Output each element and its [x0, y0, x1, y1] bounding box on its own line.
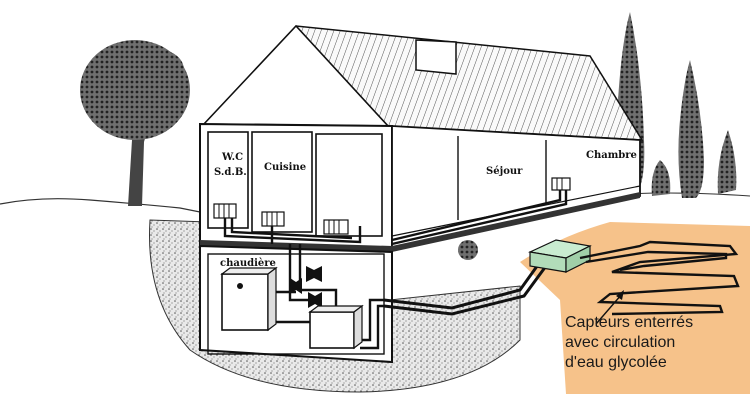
boiler-unit [222, 268, 276, 330]
radiator-icon [214, 204, 236, 218]
room-label-bedroom: Chambre [586, 150, 637, 161]
heat-pump-tank [310, 306, 362, 348]
radiator-icon [552, 178, 570, 190]
callout-line: avec circulation [565, 333, 745, 353]
horizon-line [0, 199, 210, 214]
room-label-kitchen: Cuisine [264, 162, 306, 173]
callout-line: Capteurs enterrés [565, 313, 745, 333]
radiator-icon [324, 220, 348, 234]
radiator-icon [262, 212, 284, 226]
room-label-living: Séjour [486, 166, 523, 177]
bush-icon [458, 240, 478, 260]
room-label-wc: W.C [221, 152, 243, 163]
room-label-boiler: chaudière [220, 258, 276, 269]
tree-icon [80, 40, 190, 206]
callout-line: d'eau glycolée [565, 353, 745, 373]
roof [204, 26, 642, 140]
chimney [416, 40, 456, 74]
room-label-sdb: S.d.B. [214, 167, 247, 178]
collector-callout: Capteurs enterrés avec circulation d'eau… [565, 313, 745, 373]
